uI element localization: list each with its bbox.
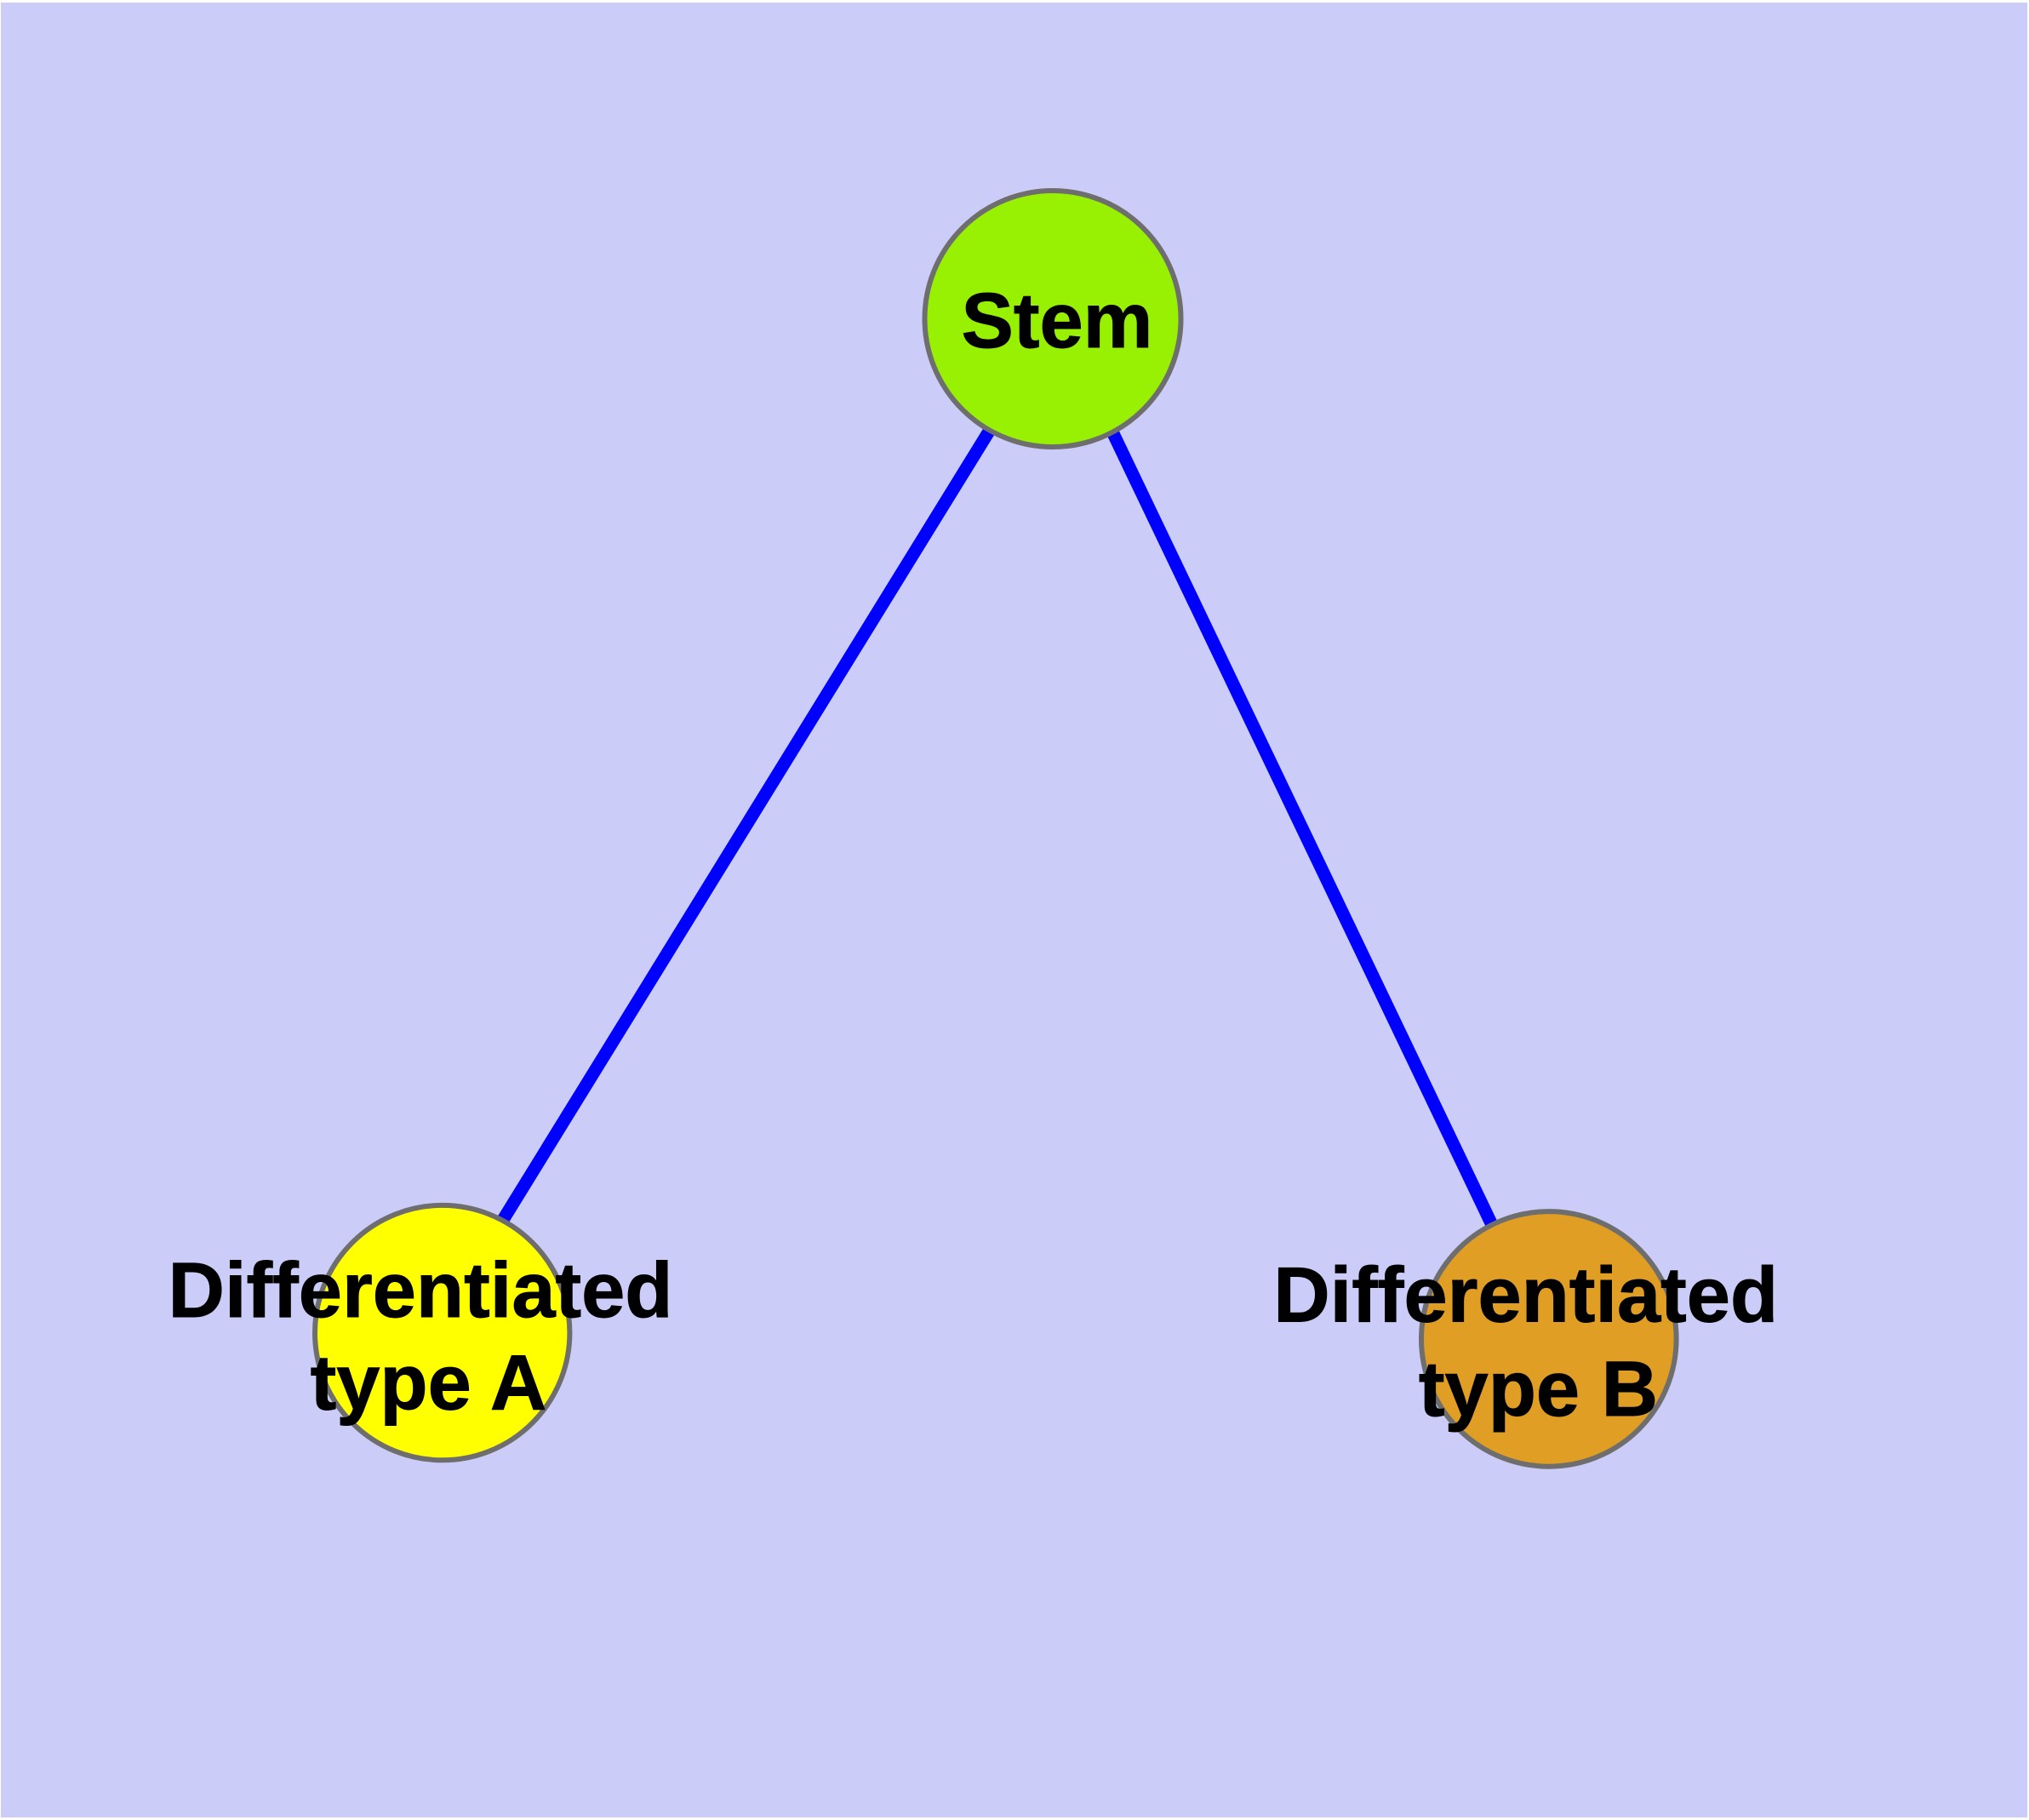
svg-text:Differentiated: Differentiated <box>169 1247 673 1334</box>
svg-text:type A: type A <box>311 1340 547 1427</box>
svg-text:type B: type B <box>1419 1346 1658 1433</box>
svg-text:Stem: Stem <box>962 278 1153 364</box>
svg-text:Differentiated: Differentiated <box>1273 1252 1778 1339</box>
